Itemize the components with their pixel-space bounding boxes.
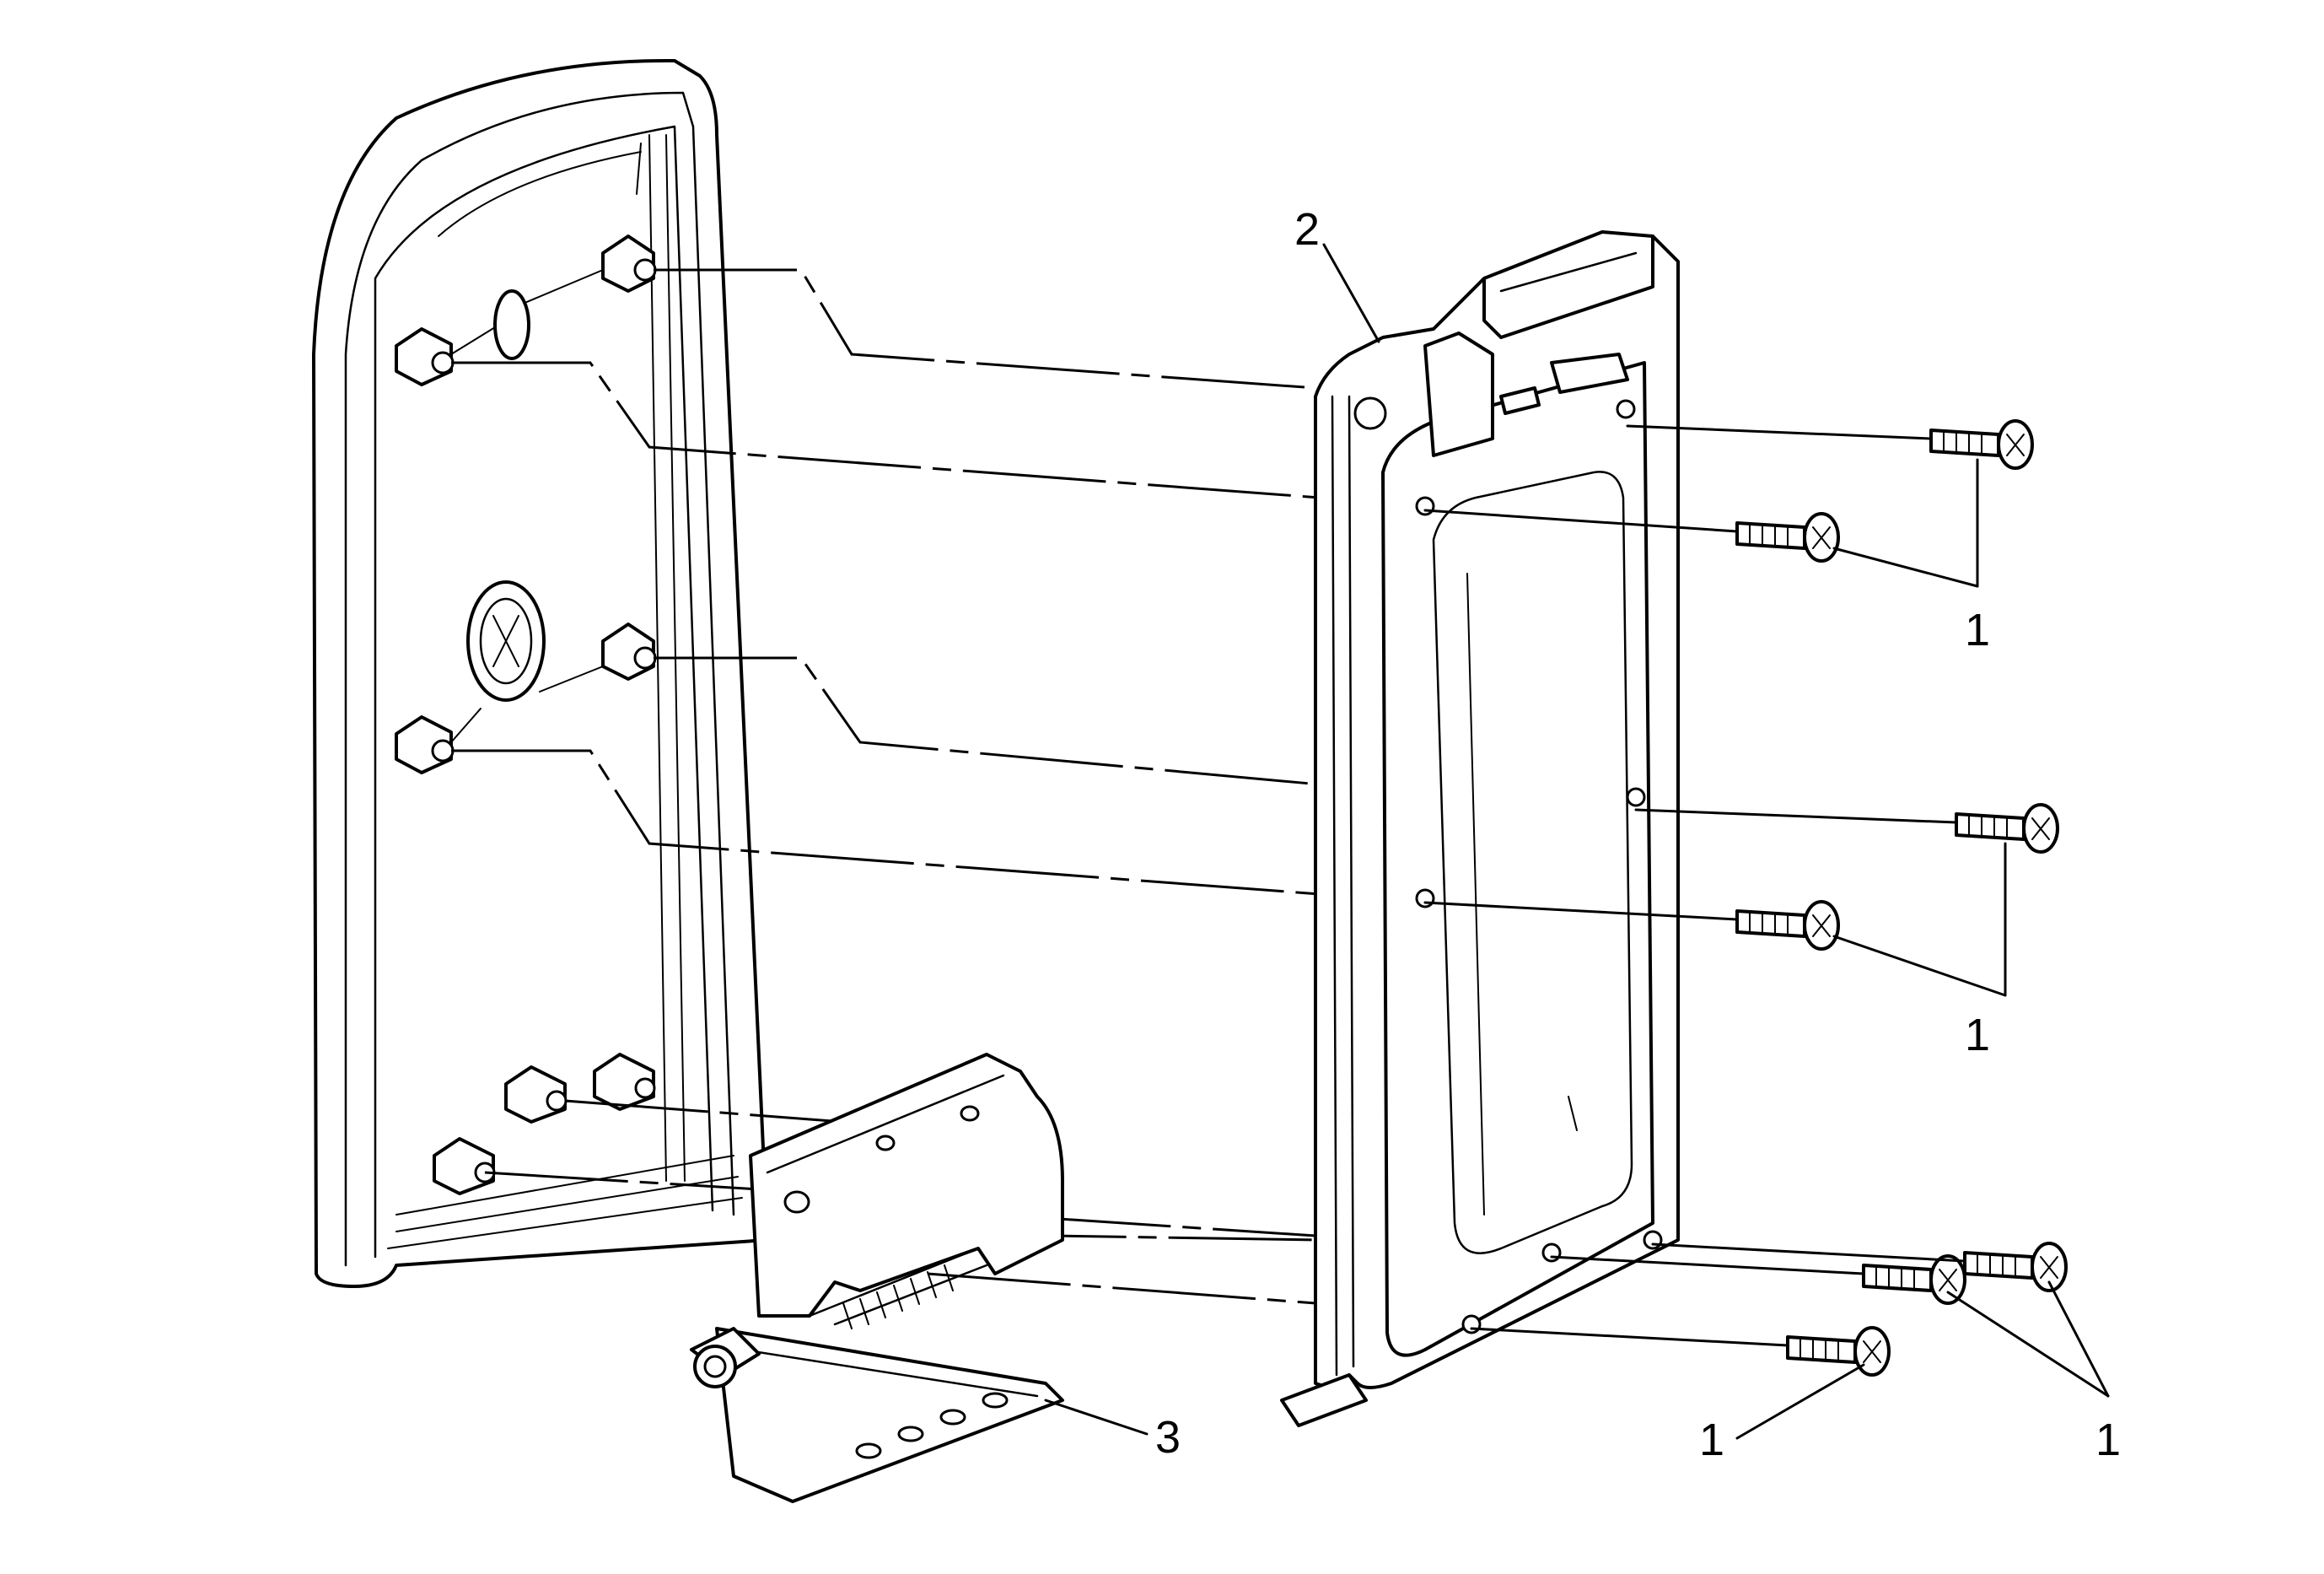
- cover-round-boss: [466, 580, 546, 702]
- callout-screw-d: 1: [1699, 1415, 1724, 1465]
- callout-panel: 2: [1294, 204, 1320, 255]
- cover-clip-3: [539, 623, 657, 693]
- callout-screw-a: 1: [1965, 605, 1990, 655]
- callout-screw-b: 1: [1965, 1010, 1990, 1060]
- screw-4: [1423, 900, 1840, 951]
- cover-clip-2: [395, 289, 530, 386]
- hinge-bracket: [690, 1053, 1064, 1503]
- screw-2: [1423, 509, 1840, 563]
- callout-screw-c: 1: [2095, 1415, 2121, 1465]
- screw-7: [1470, 1326, 1891, 1377]
- cover-clip-4: [395, 708, 481, 774]
- callout-hinge: 3: [1155, 1412, 1181, 1463]
- cover-clip-6: [593, 1053, 656, 1111]
- screw-1: [1626, 419, 2034, 470]
- backing-panel: [1280, 230, 1680, 1427]
- cover-clip-1: [522, 234, 657, 305]
- screw-3: [1634, 803, 2059, 854]
- screw-5: [1550, 1254, 1966, 1305]
- cover-clip-7: [433, 1137, 496, 1195]
- screw-6: [1651, 1242, 2068, 1292]
- callout-leaders: [1044, 243, 2110, 1440]
